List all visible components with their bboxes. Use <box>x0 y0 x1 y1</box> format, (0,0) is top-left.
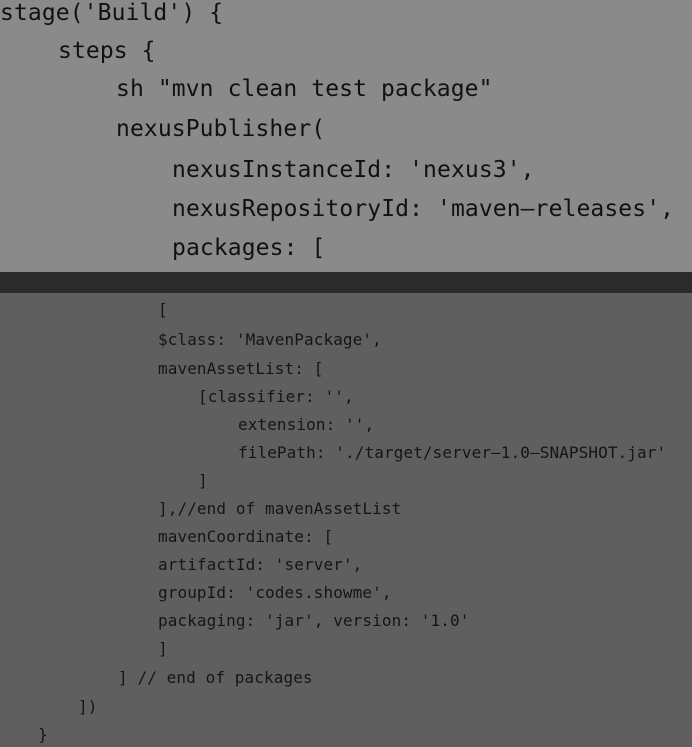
code-line: ]) <box>78 697 98 716</box>
code-line: artifactId: 'server', <box>158 555 363 574</box>
code-line: ],//end of mavenAssetList <box>158 499 402 518</box>
code-line: sh "mvn clean test package" <box>116 76 493 102</box>
code-line: stage('Build') { <box>0 0 224 26</box>
panel-divider <box>0 272 692 293</box>
code-line: [ <box>158 300 168 319</box>
code-line: } <box>38 725 48 744</box>
code-line: nexusRepositoryId: 'maven—releases', <box>172 196 675 222</box>
code-line: [classifier: '', <box>198 387 354 406</box>
code-line: packaging: 'jar', version: '1.0' <box>158 611 470 630</box>
code-line: $class: 'MavenPackage', <box>158 330 382 349</box>
code-line: extension: '', <box>238 415 375 434</box>
code-line: mavenCoordinate: [ <box>158 527 334 546</box>
code-line: nexusPublisher( <box>116 116 326 142</box>
bottom-code-panel: [ $class: 'MavenPackage', mavenAssetList… <box>0 293 692 747</box>
code-line: filePath: './target/server—1.0—SNAPSHOT.… <box>238 443 667 462</box>
code-line: mavenAssetList: [ <box>158 359 324 378</box>
code-line: groupId: 'codes.showme', <box>158 583 392 602</box>
code-line: nexusInstanceId: 'nexus3', <box>172 157 535 183</box>
top-code-panel: stage('Build') { steps { sh "mvn clean t… <box>0 0 692 272</box>
code-line: ] <box>158 639 168 658</box>
code-line: ] // end of packages <box>118 668 313 687</box>
code-line: packages: [ <box>172 235 326 261</box>
code-line: steps { <box>58 38 156 64</box>
code-line: ] <box>198 471 208 490</box>
